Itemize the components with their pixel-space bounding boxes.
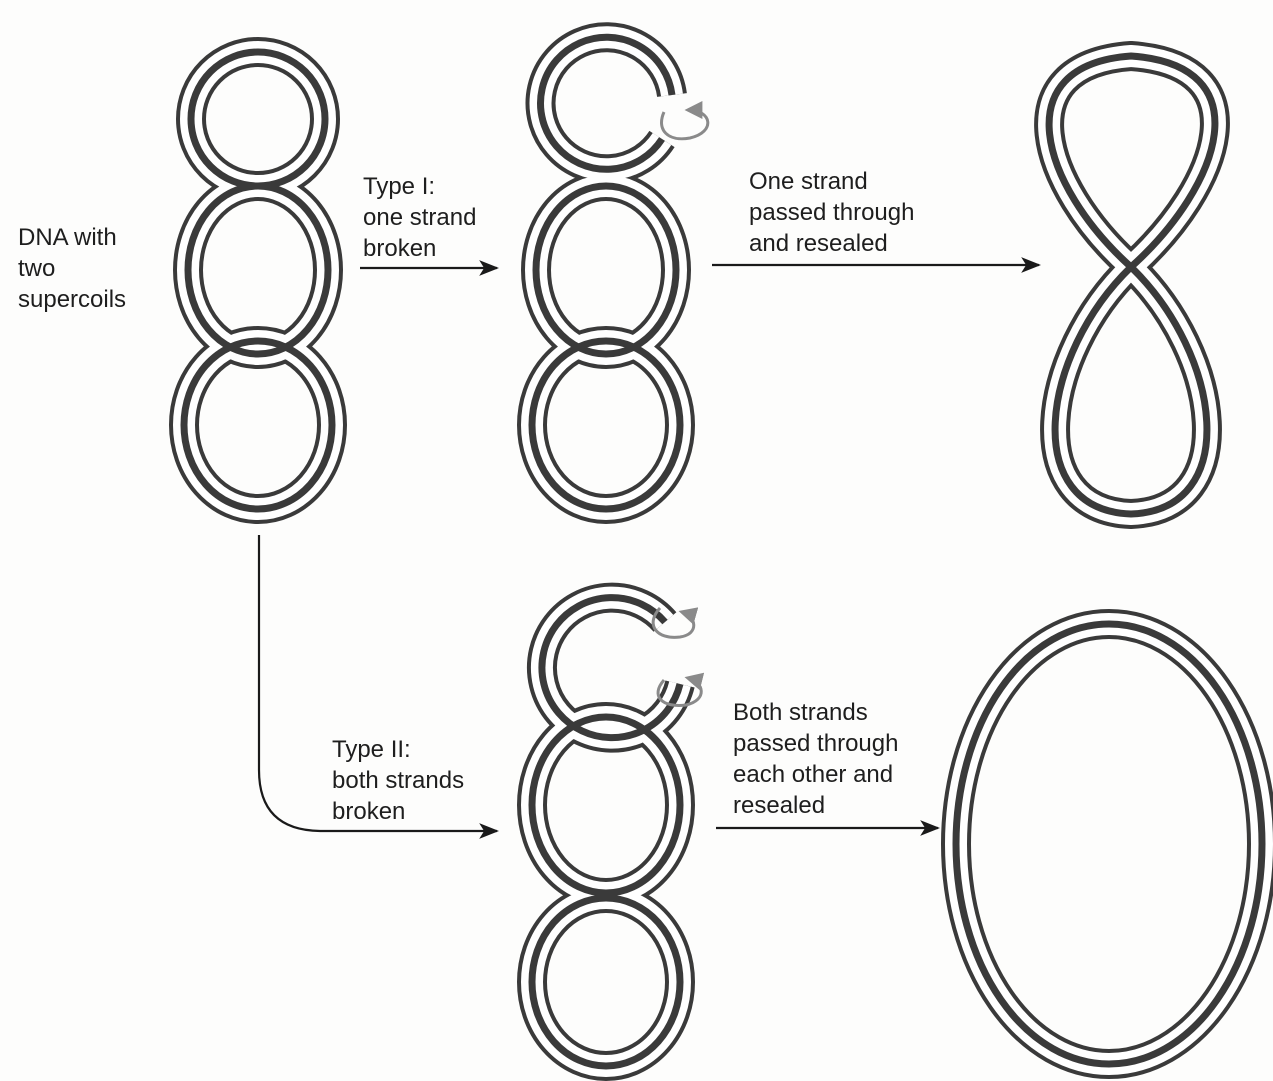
label-line: broken [332,796,464,827]
label-type2: Type II: both strands broken [332,734,464,827]
label-type2-result: Both strands passed through each other a… [733,697,898,821]
rotation-arrow-type1 [662,110,708,139]
supercoiled-dna-cut [532,598,680,1066]
label-type1: Type I: one strand broken [363,171,476,264]
label-dna-two-supercoils: DNA with two supercoils [18,222,126,315]
supercoiled-dna-nicked [532,37,680,509]
label-line: Type I: [363,171,476,202]
label-line: One strand [749,166,914,197]
label-line: both strands [332,765,464,796]
label-line: resealed [733,790,898,821]
label-line: supercoils [18,284,126,315]
supercoiled-dna-left [184,52,332,509]
label-line: and resealed [749,228,914,259]
label-line: each other and [733,759,898,790]
label-line: two [18,253,126,284]
label-type1-result: One strand passed through and resealed [749,166,914,259]
relaxed-dna-circle [956,624,1262,1064]
label-line: DNA with [18,222,126,253]
label-line: Type II: [332,734,464,765]
label-line: Both strands [733,697,898,728]
label-line: one strand [363,202,476,233]
label-line: passed through [733,728,898,759]
label-line: passed through [749,197,914,228]
dna-one-supercoil [1049,56,1215,514]
label-line: broken [363,233,476,264]
